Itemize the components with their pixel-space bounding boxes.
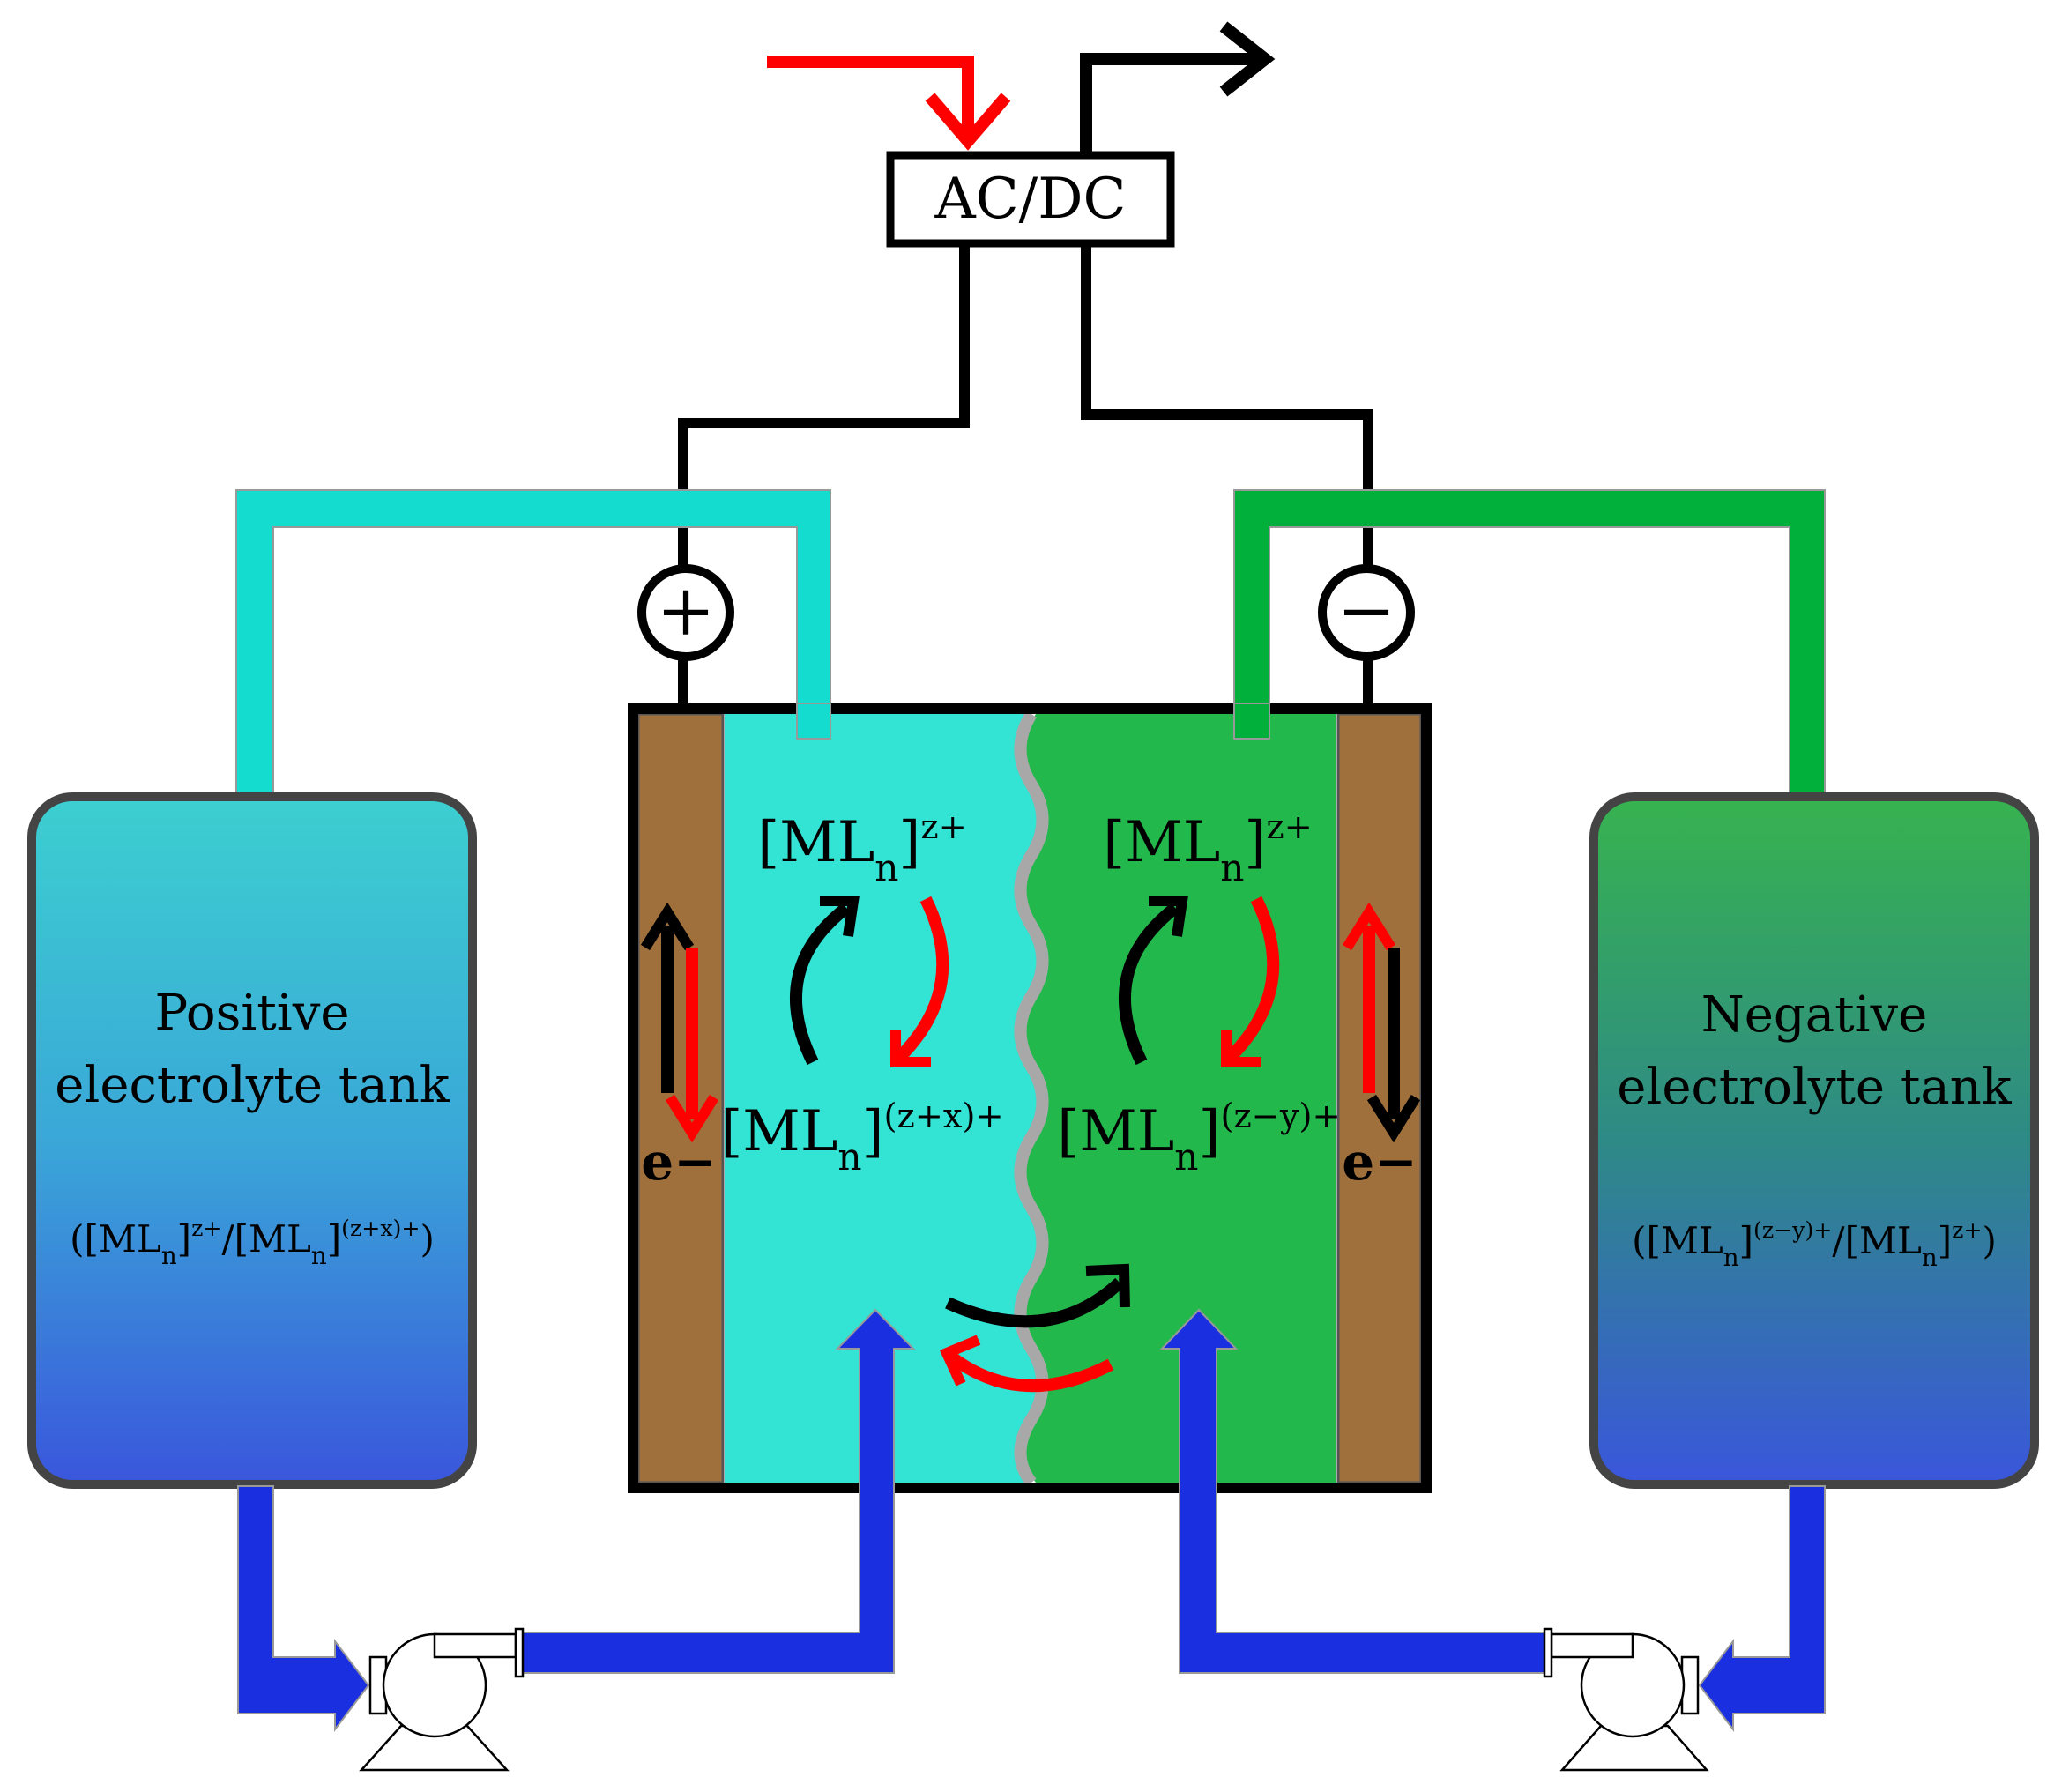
left-electron-arrows xyxy=(640,902,719,1143)
converter-label: AC/DC xyxy=(934,167,1126,232)
cyan-pipe-stub xyxy=(796,703,831,740)
negative-tank-formula: ([MLn](z−y)+/[MLn]z+) xyxy=(1632,1217,1997,1272)
positive-tank-title-line1: Positive xyxy=(155,985,350,1042)
negative-electrolyte-tank: Negative electrolyte tank ([MLn](z−y)+/[… xyxy=(1589,792,2039,1489)
right-tank-outlet-pipe xyxy=(1698,1485,1826,1732)
right-pump-outlet-pipe xyxy=(1159,1308,1547,1674)
right-redox-arrows xyxy=(1119,896,1280,1067)
negative-terminal-sign: − xyxy=(1336,569,1395,651)
membrane xyxy=(1014,710,1049,1487)
acdc-converter-box: AC/DC xyxy=(886,151,1175,248)
left-pump-outlet-pipe xyxy=(519,1308,916,1674)
left-pump-icon xyxy=(359,1627,525,1772)
positive-tank-formula: ([MLn]z+/[MLn](z+x)+) xyxy=(70,1216,435,1270)
positive-tank-title-line2: electrolyte tank xyxy=(55,1057,450,1114)
right-top-ion: [MLn]z+ xyxy=(1103,807,1313,889)
left-top-ion: [MLn]z+ xyxy=(757,807,967,889)
positive-electrolyte-tank: Positive electrolyte tank ([MLn]z+/[MLn]… xyxy=(27,792,477,1489)
right-pump-icon xyxy=(1543,1627,1709,1772)
negative-tank-title-line1: Negative xyxy=(1701,986,1928,1044)
right-electron-arrows xyxy=(1342,902,1421,1143)
green-pipe-stub xyxy=(1233,703,1270,740)
right-electron-label: e− xyxy=(1342,1132,1418,1192)
cell xyxy=(628,703,1432,1493)
positive-electrolyte-region xyxy=(725,714,1038,1483)
power-input-arrow xyxy=(767,56,1011,151)
left-bottom-ion: [MLn](z+x)+ xyxy=(720,1097,1003,1179)
ion-transport-arrows xyxy=(939,1263,1130,1393)
negative-electrode xyxy=(1336,712,1423,1484)
positive-terminal-sign: + xyxy=(656,569,715,651)
left-electron-label: e− xyxy=(641,1132,717,1192)
left-redox-arrows xyxy=(790,896,949,1067)
power-output-arrow xyxy=(1080,21,1276,154)
positive-terminal: + xyxy=(637,564,734,661)
left-tank-outlet-pipe xyxy=(237,1485,370,1732)
negative-tank-title-line2: electrolyte tank xyxy=(1617,1059,2012,1116)
negative-terminal: − xyxy=(1318,564,1415,661)
right-bottom-ion: [MLn](z−y)+ xyxy=(1057,1097,1340,1179)
